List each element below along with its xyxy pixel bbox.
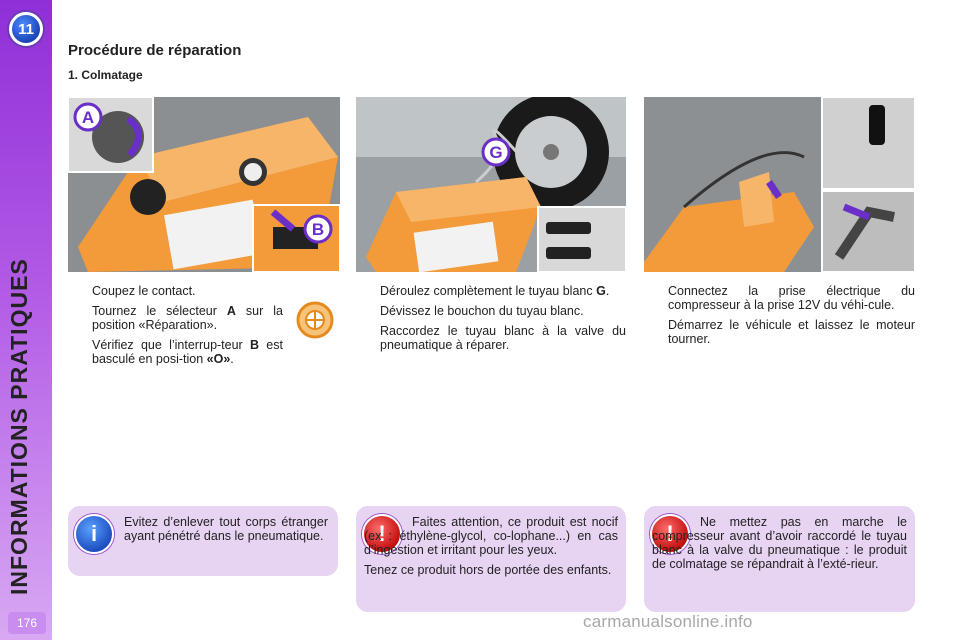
list-item: Dévissez le bouchon du tuyau blanc. [380, 304, 584, 318]
info-note-text-block: Evitez d’enlever tout corps étranger aya… [124, 515, 328, 549]
selector-dial-icon [293, 298, 337, 342]
list-item: Déroulez complètement le tuyau blanc G. [380, 284, 610, 298]
warning-note-text: Faites attention, ce produit est nocif (… [364, 515, 618, 557]
warning-note-compressor: ! Ne mettez pas en marche le compresseur… [644, 506, 915, 612]
warning-icon: ! [650, 514, 690, 554]
page-number: 176 [8, 612, 46, 634]
warning-note-text: Ne mettez pas en marche le compresseur a… [652, 515, 907, 571]
info-note-text: Evitez d’enlever tout corps étranger aya… [124, 515, 328, 543]
chapter-title: INFORMATIONS PRATIQUES [6, 258, 32, 595]
watermark: carmanualsonline.info [583, 612, 753, 631]
warning-note-toxic: ! Faites attention, ce produit est nocif… [356, 506, 626, 612]
list-item: Raccordez le tuyau blanc à la valve du p… [380, 324, 626, 352]
info-icon: i [74, 514, 114, 554]
warning-note-text-block: Ne mettez pas en marche le compresseur a… [652, 515, 907, 577]
info-note: i Evitez d’enlever tout corps étranger a… [68, 506, 338, 576]
instructions-left: Coupez le contact. Tournez le sélecteur … [68, 284, 283, 372]
list-item: Tournez le sélecteur A sur la position «… [92, 304, 283, 332]
list-item: Démarrez le véhicule et laissez le moteu… [668, 318, 915, 346]
list-item: Vérifiez que l’interrup-teur B est bascu… [92, 338, 283, 366]
instructions-right: Connectez la prise électrique du compres… [644, 284, 915, 352]
page-title: Procédure de réparation [68, 42, 242, 59]
photo-tyre-hose: G [356, 97, 626, 272]
warning-note-text-block: Faites attention, ce produit est nocif (… [364, 515, 618, 583]
chapter-sidebar [0, 0, 52, 640]
list-item: Coupez le contact. [92, 284, 196, 298]
label-g: G [489, 143, 502, 162]
instructions-middle: Déroulez complètement le tuyau blanc G. … [356, 284, 626, 358]
chapter-number-badge: 11 [9, 12, 43, 46]
warning-note-text: Tenez ce produit hors de portée des enfa… [364, 563, 612, 577]
label-b: B [312, 220, 324, 239]
list-item: Connectez la prise électrique du compres… [668, 284, 915, 312]
photo-compressor-selector: A B [68, 97, 340, 272]
label-a: A [82, 108, 94, 127]
warning-icon: ! [362, 514, 402, 554]
section-title: 1. Colmatage [68, 68, 143, 82]
photo-power-plug [644, 97, 915, 272]
